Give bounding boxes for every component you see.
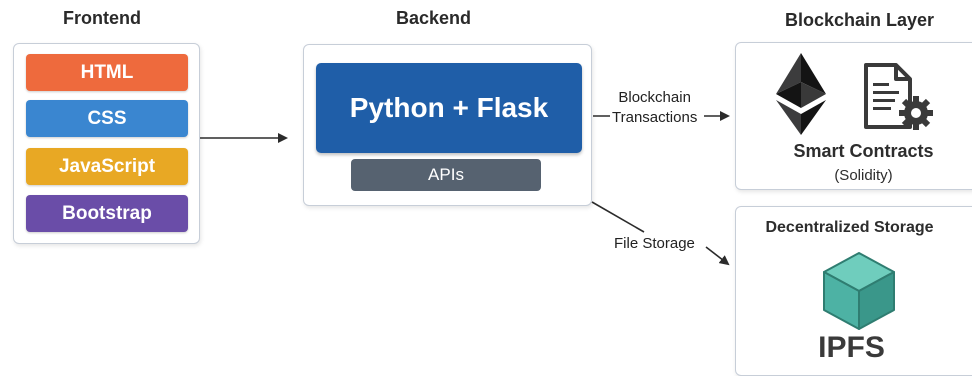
backend-to-storage-arrow-start (591, 201, 645, 233)
bootstrap-tech-box: Bootstrap (26, 195, 188, 232)
css-tech-box: CSS (26, 100, 188, 137)
backend-panel: Python + Flask APIs (303, 44, 592, 206)
smart-contracts-subtitle: (Solidity) (834, 167, 893, 184)
connection-arrows (200, 111, 730, 266)
javascript-tech-box: JavaScript (26, 148, 188, 185)
decentralized-storage-title: Decentralized Storage (765, 219, 934, 236)
frontend-heading: Frontend (63, 8, 141, 28)
ethereum-icon (776, 53, 826, 135)
decentralized-storage-panel: Decentralized Storage IPFS (735, 206, 972, 376)
blockchain-transactions-label: Blockchain Transactions (612, 88, 697, 128)
backend-heading: Backend (396, 8, 472, 28)
contract-document-icon (864, 63, 933, 130)
backend-to-storage-arrow (705, 246, 730, 266)
blockchain-layer-heading: Blockchain Layer (785, 10, 935, 30)
blockchain-layer-panel: Smart Contracts (Solidity) (735, 42, 972, 190)
python-flask-box: Python + Flask (316, 63, 582, 153)
blockchain-label-line2: Transactions (612, 109, 698, 126)
frontend-panel: HTML CSS JavaScript Bootstrap (13, 43, 200, 244)
html-tech-box: HTML (26, 54, 188, 91)
blockchain-label-line1: Blockchain (618, 89, 691, 106)
smart-contracts-title: Smart Contracts (793, 141, 934, 161)
ipfs-cube-icon (823, 252, 895, 330)
file-storage-label: File Storage (614, 235, 695, 252)
apis-box: APIs (351, 159, 541, 191)
ipfs-label: IPFS (818, 331, 885, 364)
